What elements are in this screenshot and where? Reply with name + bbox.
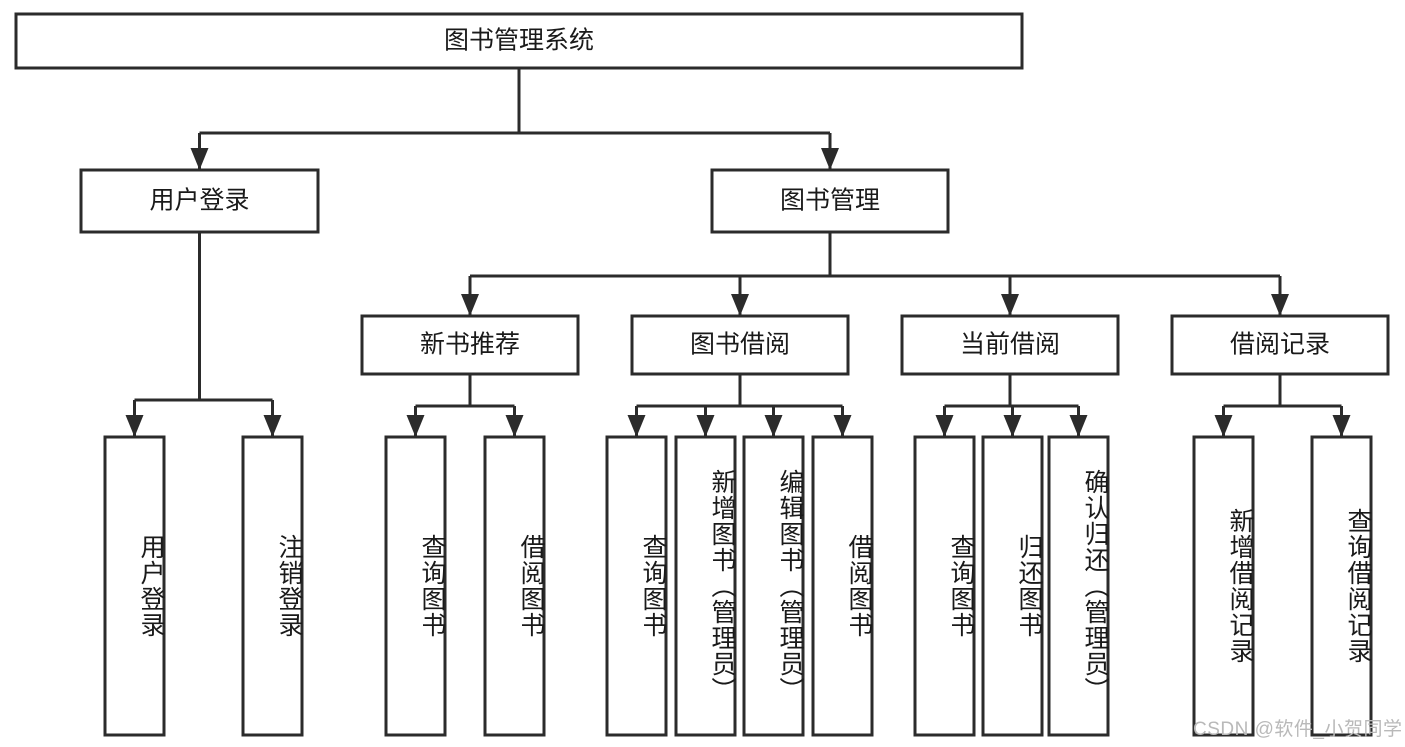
node-leaf-4[interactable] [605,435,668,737]
node-leaf-2[interactable] [384,435,447,737]
csdn-watermark: CSDN @软件_小贺同学 [1193,719,1403,740]
node-root-label: 图书管理系统 [444,27,594,55]
l3-3-arrow-0 [1214,415,1233,437]
l3-0-arrow-0 [406,415,425,437]
node-level3-3[interactable] [1170,314,1390,376]
book-mgmt-arrow-0 [461,294,479,316]
node-leaf-9[interactable] [981,435,1044,737]
book-mgmt-arrow-1 [731,294,749,316]
node-level3-0-label: 新书推荐 [420,331,520,359]
node-leaf-5[interactable] [674,435,737,737]
l3-0-arrow-1 [505,415,524,437]
l3-1-arrow-2 [764,415,783,437]
book-mgmt-arrow-3 [1271,294,1289,316]
l3-3-arrow-1 [1332,415,1351,437]
node-level3-2-label: 当前借阅 [960,331,1060,359]
user-login-arrow-1 [263,415,282,437]
l3-1-arrow-1 [696,415,715,437]
node-level3-2[interactable] [900,314,1120,376]
root-arrow-1 [821,148,839,170]
node-level2-0[interactable] [79,168,320,234]
node-level3-1[interactable] [630,314,850,376]
node-leaf-3[interactable] [483,435,546,737]
connector-edges [125,68,1351,437]
l3-1-arrow-3 [833,415,852,437]
l3-2-arrow-0 [935,415,954,437]
root-arrow-0 [190,148,209,170]
node-leaf-1[interactable] [241,435,304,737]
l3-2-arrow-2 [1069,415,1088,437]
node-root[interactable] [14,12,1024,70]
node-level2-0-label: 用户登录 [149,187,249,215]
node-leaf-0[interactable] [103,435,166,737]
node-leaf-7[interactable] [811,435,874,737]
node-level3-3-label: 借阅记录 [1230,331,1330,359]
l3-2-arrow-1 [1003,415,1022,437]
book-mgmt-arrow-2 [1001,294,1019,316]
node-level3-1-label: 图书借阅 [690,331,790,359]
node-leaf-6[interactable] [742,435,805,737]
node-leaf-11[interactable] [1192,435,1255,737]
node-level2-1[interactable] [710,168,950,234]
node-level2-1-label: 图书管理 [780,187,880,215]
node-leaf-12[interactable] [1310,435,1373,737]
node-leaf-8[interactable] [913,435,976,737]
node-level3-0[interactable] [360,314,580,376]
l3-1-arrow-0 [627,415,646,437]
node-leaf-10[interactable] [1047,435,1110,737]
user-login-arrow-0 [125,415,144,437]
